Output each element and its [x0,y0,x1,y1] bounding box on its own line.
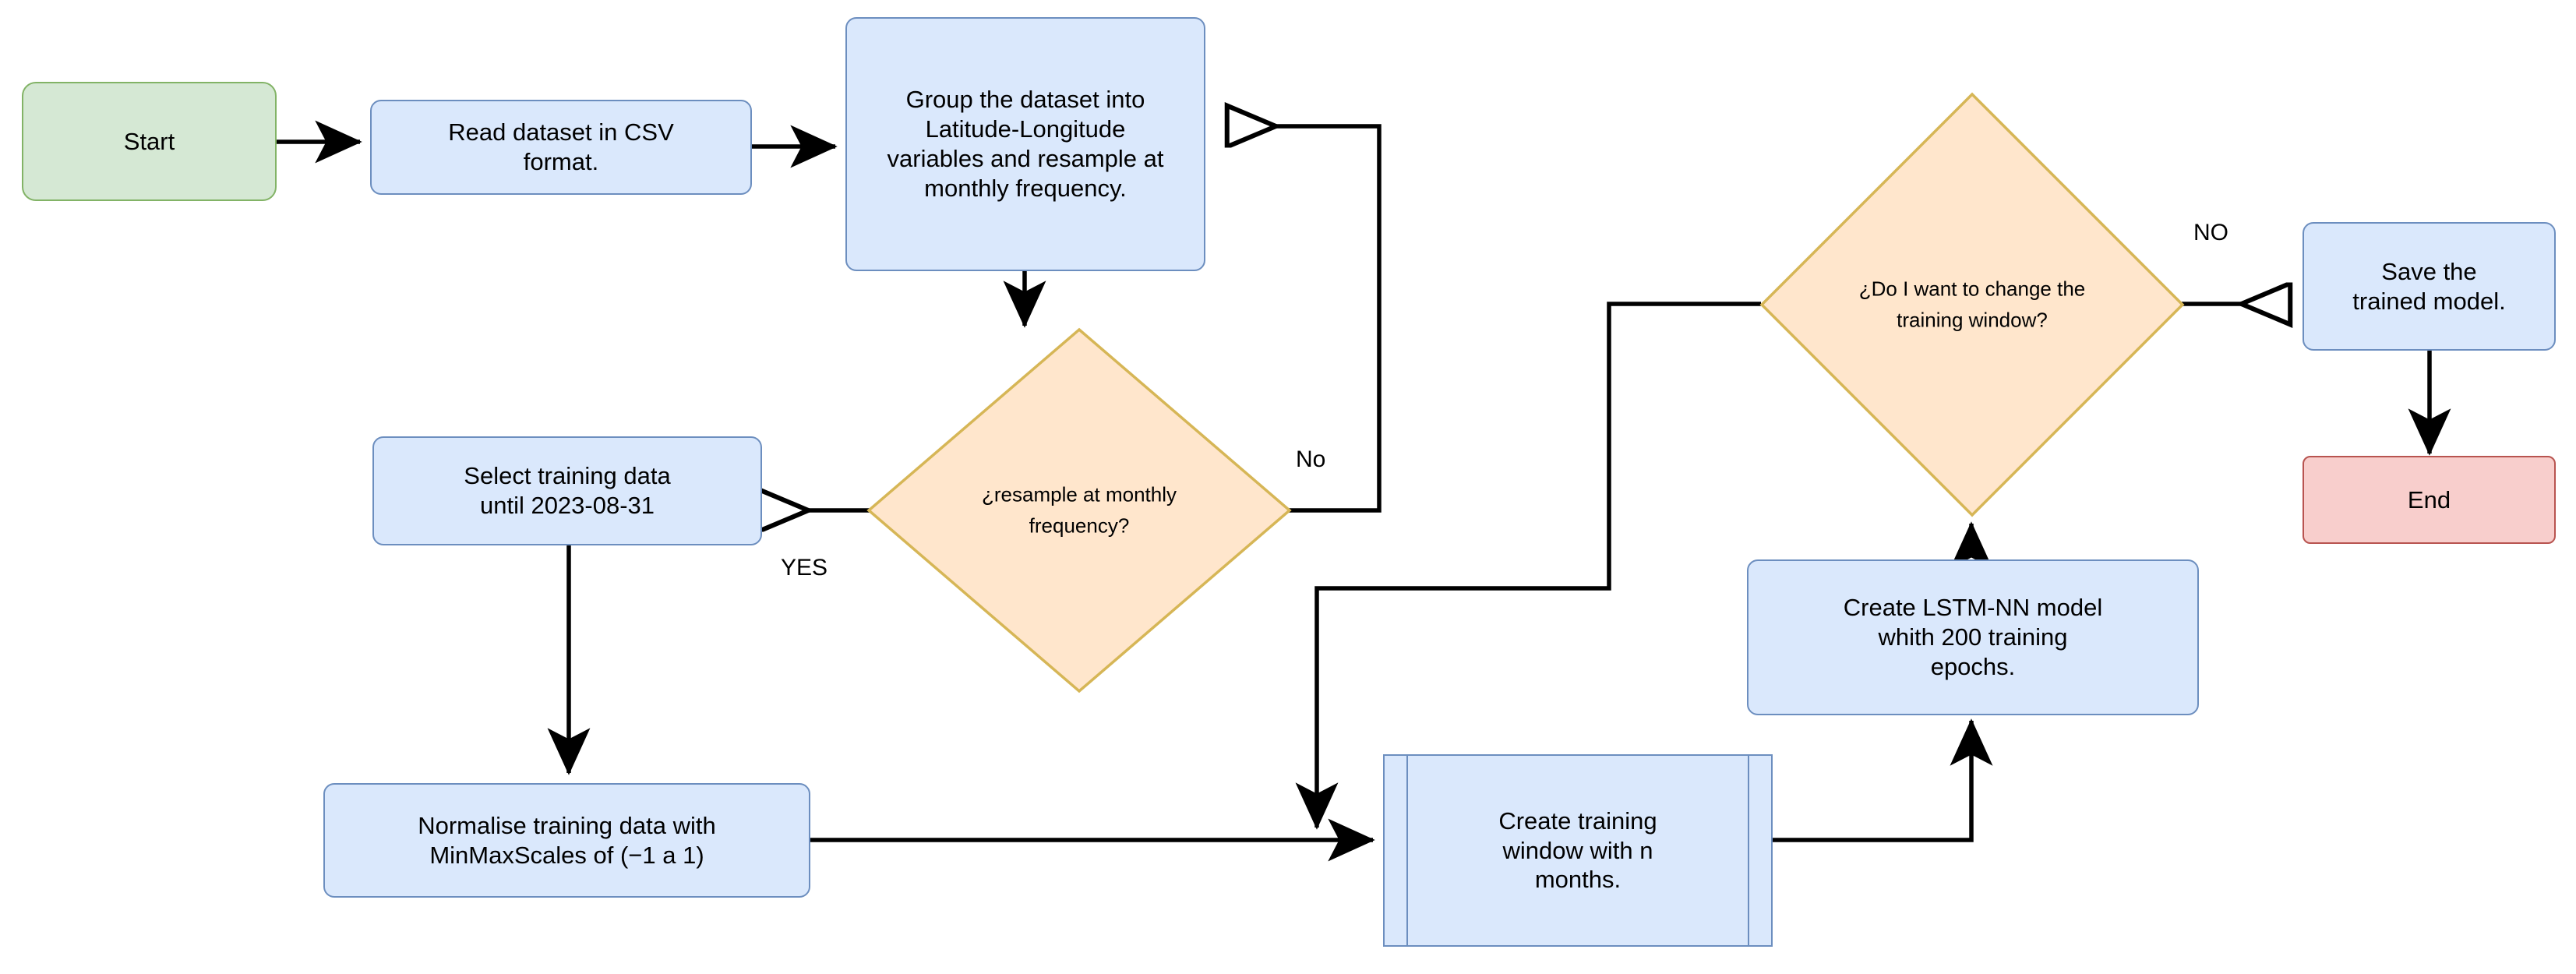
node-end[interactable]: End [2303,456,2556,544]
node-save-model[interactable]: Save the trained model. [2303,222,2556,351]
node-group-dataset[interactable]: Group the dataset into Latitude-Longitud… [845,17,1205,271]
node-start-label: Start [123,127,175,155]
edge-label-resample-no: No [1296,446,1326,472]
node-create-window[interactable]: Create training window with n months. [1383,754,1773,947]
node-group-dataset-label: Group the dataset into Latitude-Longitud… [887,86,1164,202]
decision-diamond-shape [866,327,1292,693]
edge-resample-no-loop [1225,126,1382,513]
node-normalise[interactable]: Normalise training data with MinMaxScale… [323,783,810,898]
node-create-window-label: Create training window with n months. [1498,806,1657,894]
node-select-training-label: Select training data until 2023-08-31 [464,462,671,519]
edge-label-resample-yes: YES [781,555,828,581]
node-resample-decision-label: ¿resample at monthly frequency? [982,482,1177,538]
edge-label-window-no: NO [2193,220,2228,245]
edge-window-to-lstm [1773,718,1993,842]
node-save-model-label: Save the trained model. [2352,257,2506,315]
node-create-lstm[interactable]: Create LSTM-NN model whith 200 training … [1747,559,2199,715]
node-create-lstm-label: Create LSTM-NN model whith 200 training … [1843,594,2103,680]
node-read-csv-label: Read dataset in CSV format. [448,118,674,175]
node-start[interactable]: Start [22,82,277,201]
node-end-label: End [2407,485,2451,513]
node-normalise-label: Normalise training data with MinMaxScale… [418,811,716,869]
subroutine-right-bar [1748,756,1749,945]
node-select-training[interactable]: Select training data until 2023-08-31 [372,436,762,545]
edge-window-yes-loop [1295,302,1761,830]
node-resample-decision[interactable]: ¿resample at monthly frequency? [866,327,1292,693]
decision-diamond-shape [1759,92,2185,517]
node-window-decision[interactable]: ¿Do I want to change the training window… [1759,92,2185,517]
node-read-csv[interactable]: Read dataset in CSV format. [370,100,752,195]
subroutine-left-bar [1406,756,1408,945]
node-window-decision-label: ¿Do I want to change the training window… [1858,277,2086,332]
